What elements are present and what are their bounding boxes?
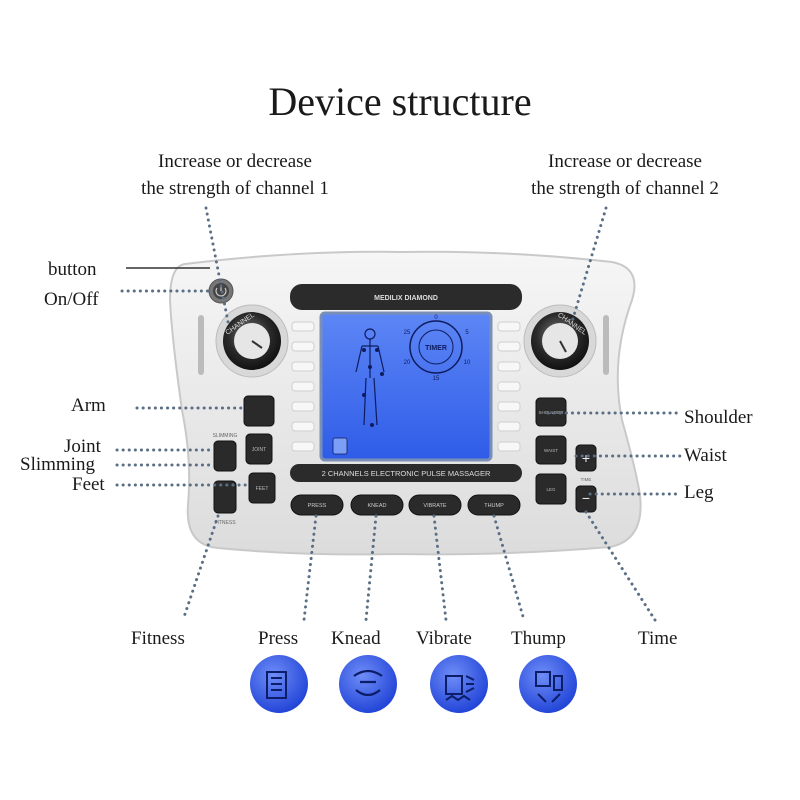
plus-icon: + — [582, 450, 590, 466]
timer-tick-25: 25 — [404, 330, 411, 336]
leader-channel2 — [570, 206, 608, 324]
channel1-knob[interactable]: CHANNEL — [215, 304, 289, 378]
leader-channel1 — [204, 206, 230, 324]
joint-button-label: JOINT — [252, 447, 266, 453]
vibrate-label: Vibrate — [416, 628, 472, 649]
arm-label: Arm — [71, 395, 106, 416]
leader-lines — [115, 206, 683, 622]
joint-label: Joint — [64, 436, 101, 457]
fitness-button[interactable] — [213, 480, 237, 514]
fitness-label: Fitness — [131, 628, 185, 649]
time-label: Time — [638, 628, 678, 649]
left-slot-column — [291, 321, 315, 452]
button-label: button — [48, 259, 97, 280]
joint-button[interactable] — [245, 433, 273, 465]
page-title: Device structure — [268, 79, 532, 124]
leader-press — [302, 514, 318, 622]
leader-fitness — [181, 514, 220, 622]
timer-tick-5: 5 — [465, 330, 469, 336]
channel1-callout: Increase or decrease the strength of cha… — [100, 151, 370, 200]
minus-icon: − — [582, 490, 590, 506]
feet-button-label: FEET — [256, 486, 269, 492]
timer-tick-0: 0 — [434, 315, 438, 321]
leg-label: Leg — [684, 482, 714, 503]
leader-knead — [364, 514, 378, 622]
timer-tick-10: 10 — [464, 360, 471, 366]
knead-label: Knead — [331, 628, 381, 649]
time-plus-button[interactable] — [575, 444, 597, 472]
brand-name: MEDILIX DIAMOND — [374, 295, 438, 302]
channel1-callout-line1: Increase or decrease — [158, 151, 312, 172]
leg-button[interactable] — [535, 473, 567, 505]
thump-label: Thump — [511, 628, 566, 649]
press-label: Press — [258, 628, 299, 649]
mode-indicator-icon — [332, 437, 348, 455]
slimming-button[interactable] — [213, 440, 237, 472]
shoulder-label: Shoulder — [684, 407, 753, 428]
waist-label: Waist — [684, 445, 727, 466]
brand-strip — [290, 284, 522, 310]
arm-button[interactable] — [243, 395, 275, 427]
time-button-label: TIME — [581, 477, 592, 482]
knead-mode-icon — [339, 655, 397, 713]
onoff-label: On/Off — [44, 289, 99, 310]
side-slot-left — [198, 315, 204, 375]
body-figure-icon — [355, 328, 385, 426]
vibrate-button-label: VIBRATE — [423, 503, 446, 509]
knead-button-label: KNEAD — [368, 503, 387, 509]
side-slot-right — [603, 315, 609, 375]
body-points-icon — [362, 348, 384, 427]
shoulder-button-label: SHOULDER — [538, 410, 564, 415]
fitness-button-label: FITNESS — [214, 520, 236, 526]
waist-button[interactable] — [535, 435, 567, 465]
channel2-callout: Increase or decrease the strength of cha… — [490, 151, 760, 200]
device-name: 2 CHANNELS ELECTRONIC PULSE MASSAGER — [322, 469, 491, 478]
slimming-button-label: SLIMMING — [213, 433, 238, 439]
timer-dial: TIMER 0 5 10 15 20 25 — [404, 315, 471, 382]
timer-tick-20: 20 — [404, 360, 411, 366]
vibrate-mode-icon — [430, 655, 488, 713]
right-slot-column — [497, 321, 521, 452]
leader-thump — [492, 514, 526, 622]
slimming-label: Slimming — [20, 454, 95, 475]
waist-button-label: WAIST — [544, 448, 558, 453]
channel2-callout-line1: Increase or decrease — [548, 151, 702, 172]
feet-label: Feet — [72, 474, 105, 495]
leader-vibrate — [432, 514, 448, 622]
channel2-callout-line2: the strength of channel 2 — [531, 178, 719, 199]
timer-label: TIMER — [425, 345, 447, 352]
channel1-callout-line2: the strength of channel 1 — [141, 178, 329, 199]
channel2-knob[interactable]: CHANNEL — [523, 304, 597, 378]
timer-tick-15: 15 — [433, 376, 440, 382]
thump-button-label: THUMP — [484, 503, 504, 509]
thump-mode-icon — [519, 655, 577, 713]
feet-button[interactable] — [248, 472, 276, 504]
leg-button-label: LEG — [546, 487, 556, 492]
device-name-strip — [290, 464, 522, 482]
press-button-label: PRESS — [308, 503, 327, 509]
press-mode-icon — [250, 655, 308, 713]
